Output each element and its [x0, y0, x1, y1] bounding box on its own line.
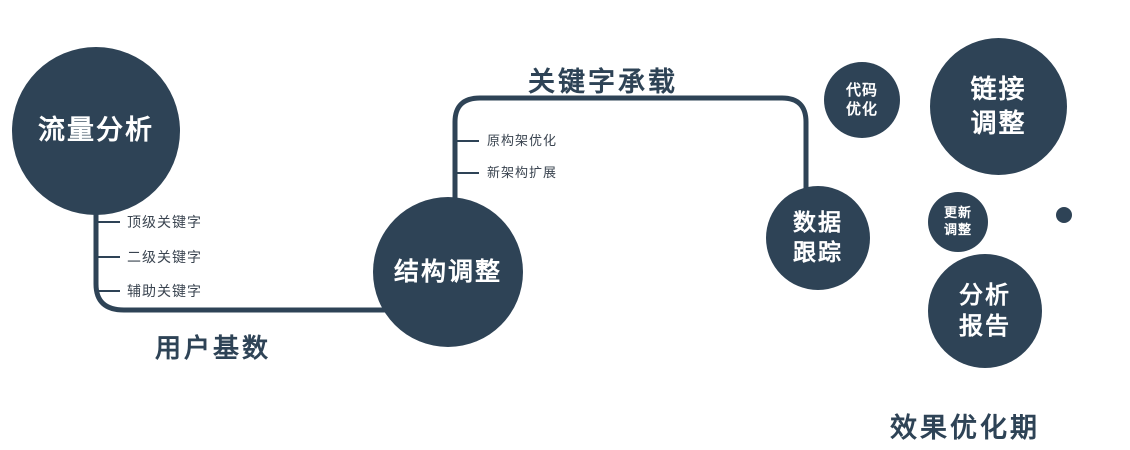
node-link-adjustment: 链接 调整 [930, 38, 1067, 175]
branch-label-top-keywords: 顶级关键字 [127, 214, 202, 230]
branch-label-original-arch: 原构架优化 [487, 133, 558, 148]
node-traffic-analysis: 流量分析 [12, 47, 180, 215]
branch-label-new-arch: 新架构扩展 [487, 165, 558, 180]
edge-structure-to-tracking [452, 95, 809, 210]
node-code-optimization-line2: 优化 [845, 101, 878, 118]
branch-label-second-keywords: 二级关键字 [127, 249, 202, 265]
node-structure-adjustment-label: 结构调整 [393, 257, 502, 286]
node-link-adjustment-line2: 调整 [970, 107, 1027, 138]
edge-traffic-to-structure [93, 200, 400, 313]
node-update-adjustment-line1: 更新 [943, 205, 972, 221]
node-analysis-report-line1: 分析 [959, 281, 1011, 309]
node-update-adjustment-line2: 调整 [943, 222, 972, 237]
node-data-tracking: 数据 跟踪 [766, 186, 870, 290]
node-update-adjustment: 更新 调整 [928, 192, 988, 252]
node-data-tracking-line2: 跟踪 [793, 239, 843, 265]
node-code-optimization: 代码 优化 [824, 62, 900, 138]
node-data-tracking-line1: 数据 [793, 209, 843, 236]
bullet-dot [1056, 207, 1072, 223]
node-structure-adjustment: 结构调整 [373, 197, 523, 347]
footer-label: 效果优化期 [890, 413, 1040, 443]
node-traffic-analysis-label: 流量分析 [38, 115, 154, 146]
edge-label-keyword-carry: 关键字承载 [528, 67, 678, 97]
node-code-optimization-line1: 代码 [845, 81, 878, 99]
node-link-adjustment-line1: 链接 [970, 73, 1027, 104]
node-analysis-report-line2: 报告 [959, 313, 1011, 340]
node-analysis-report: 分析 报告 [928, 254, 1042, 368]
branch-label-aux-keywords: 辅助关键字 [127, 283, 202, 299]
edge-label-user-base: 用户基数 [155, 333, 272, 363]
